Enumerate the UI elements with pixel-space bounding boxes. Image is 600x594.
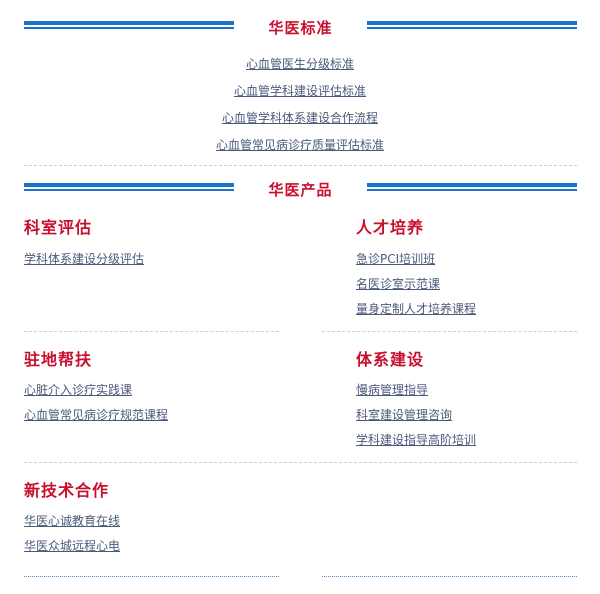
- standard-link-discipline-assessment[interactable]: 心血管学科建设评估标准: [233, 84, 366, 98]
- divider: [24, 165, 577, 166]
- standard-link-doctor-grading[interactable]: 心血管医生分级标准: [245, 57, 354, 71]
- product-link[interactable]: 名医诊室示范课: [356, 277, 441, 291]
- header-bar-right: [367, 21, 577, 30]
- standard-link-cooperation-process[interactable]: 心血管学科体系建设合作流程: [221, 111, 378, 125]
- product-link[interactable]: 学科建设指导高阶培训: [356, 433, 477, 447]
- product-link[interactable]: 急诊PCI培训班: [356, 252, 436, 266]
- header-bar-left: [24, 21, 234, 30]
- header-bar-left: [24, 183, 234, 192]
- divider: [24, 576, 279, 577]
- category-title-onsite: 驻地帮扶: [24, 350, 93, 369]
- standards-title: 华医标准: [268, 19, 333, 37]
- product-link[interactable]: 科室建设管理咨询: [356, 408, 453, 422]
- category-title-assessment: 科室评估: [24, 218, 93, 237]
- products-header: 华医产品: [24, 180, 577, 200]
- divider: [24, 331, 279, 332]
- category-links-talent: 急诊PCI培训班 名医诊室示范课 量身定制人才培养课程: [356, 251, 476, 326]
- standards-header: 华医标准: [24, 18, 577, 38]
- divider: [24, 462, 577, 463]
- product-link[interactable]: 量身定制人才培养课程: [356, 302, 477, 316]
- category-links-assessment: 学科体系建设分级评估: [24, 251, 144, 276]
- divider: [322, 576, 577, 577]
- category-links-onsite: 心脏介入诊疗实践课 心血管常见病诊疗规范课程: [24, 382, 168, 432]
- product-link[interactable]: 心脏介入诊疗实践课: [24, 383, 133, 397]
- category-title-tech: 新技术合作: [24, 481, 110, 500]
- standards-links: 心血管医生分级标准 心血管学科建设评估标准 心血管学科体系建设合作流程 心血管常…: [0, 55, 600, 163]
- products-title: 华医产品: [268, 181, 333, 199]
- standard-link-quality-assessment[interactable]: 心血管常见病诊疗质量评估标准: [215, 138, 384, 152]
- category-title-talent: 人才培养: [356, 218, 425, 237]
- category-title-system: 体系建设: [356, 350, 425, 369]
- divider: [322, 331, 577, 332]
- product-link[interactable]: 华医众城远程心电: [24, 539, 121, 553]
- product-link[interactable]: 华医心诚教育在线: [24, 514, 121, 528]
- product-link[interactable]: 学科体系建设分级评估: [24, 252, 145, 266]
- header-bar-right: [367, 183, 577, 192]
- category-links-system: 慢病管理指导 科室建设管理咨询 学科建设指导高阶培训: [356, 382, 476, 457]
- product-link[interactable]: 慢病管理指导: [356, 383, 429, 397]
- product-link[interactable]: 心血管常见病诊疗规范课程: [24, 408, 169, 422]
- category-links-tech: 华医心诚教育在线 华医众城远程心电: [24, 513, 120, 563]
